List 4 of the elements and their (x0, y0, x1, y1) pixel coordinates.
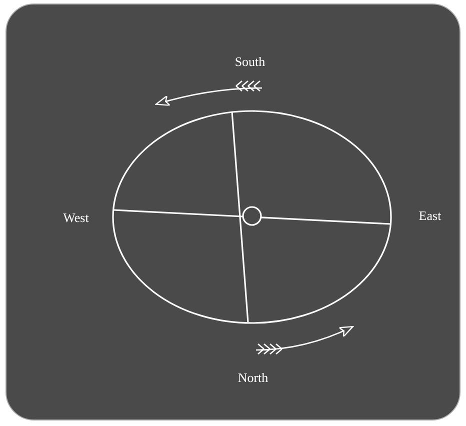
direction-label: East (418, 208, 442, 224)
direction-label: South (234, 54, 266, 70)
direction-label: North (238, 370, 268, 386)
direction-label: West (63, 210, 89, 226)
